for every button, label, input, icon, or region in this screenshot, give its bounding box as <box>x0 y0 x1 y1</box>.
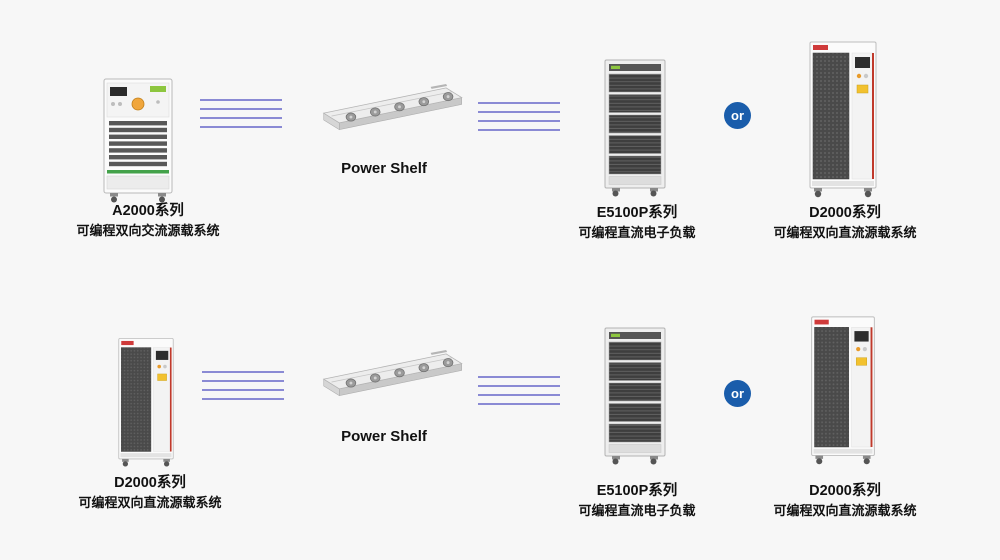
connector-line <box>202 389 284 391</box>
device-title: D2000系列 <box>114 475 186 491</box>
connector-line <box>478 376 560 378</box>
device-title: D2000系列 <box>809 205 881 221</box>
device-label-load-primary: E5100P系列 可编程直流电子负载 <box>517 482 757 519</box>
device-title: E5100P系列 <box>596 205 678 221</box>
device-illustration-d2000 <box>803 39 883 199</box>
connector-line <box>200 126 282 128</box>
device-illustration-d2000 <box>803 314 883 466</box>
device-subtitle: 可编程直流电子负载 <box>578 502 696 518</box>
device-label-source: A2000系列 可编程双向交流源载系统 <box>28 202 268 239</box>
connector-line <box>200 99 282 101</box>
device-subtitle: 可编程双向直流源载系统 <box>773 502 917 518</box>
device-illustration-d2000 <box>106 336 186 468</box>
device-label-source: D2000系列 可编程双向直流源载系统 <box>30 474 270 511</box>
connection-lines <box>478 102 560 131</box>
connection-lines <box>202 371 284 400</box>
power-shelf-label: Power Shelf <box>341 428 427 445</box>
device-illustration-a2000 <box>98 74 178 204</box>
connection-lines <box>478 376 560 405</box>
or-badge: or <box>724 380 751 407</box>
device-illustration-power-shelf <box>300 84 466 152</box>
connector-line <box>202 398 284 400</box>
device-subtitle: 可编程直流电子负载 <box>578 224 696 240</box>
connection-lines <box>200 99 282 128</box>
device-illustration-e5100p <box>600 57 670 197</box>
connector-line <box>200 108 282 110</box>
device-subtitle: 可编程双向交流源载系统 <box>76 222 220 238</box>
device-illustration-e5100p <box>600 322 670 468</box>
device-label-load-alternate: D2000系列 可编程双向直流源载系统 <box>725 482 965 519</box>
connector-line <box>478 111 560 113</box>
device-subtitle: 可编程双向直流源载系统 <box>78 494 222 510</box>
connector-line <box>478 129 560 131</box>
connector-line <box>200 117 282 119</box>
connector-line <box>478 394 560 396</box>
device-label-load-alternate: D2000系列 可编程双向直流源载系统 <box>725 204 965 241</box>
device-illustration-power-shelf <box>300 350 466 418</box>
device-title: A2000系列 <box>112 203 184 219</box>
connector-line <box>202 371 284 373</box>
device-title: D2000系列 <box>809 483 881 499</box>
device-subtitle: 可编程双向直流源载系统 <box>773 224 917 240</box>
connector-line <box>202 380 284 382</box>
power-shelf-label: Power Shelf <box>341 160 427 177</box>
or-badge: or <box>724 102 751 129</box>
connector-line <box>478 102 560 104</box>
connector-line <box>478 120 560 122</box>
device-label-load-primary: E5100P系列 可编程直流电子负载 <box>517 204 757 241</box>
connector-line <box>478 385 560 387</box>
connector-line <box>478 403 560 405</box>
device-title: E5100P系列 <box>596 483 678 499</box>
